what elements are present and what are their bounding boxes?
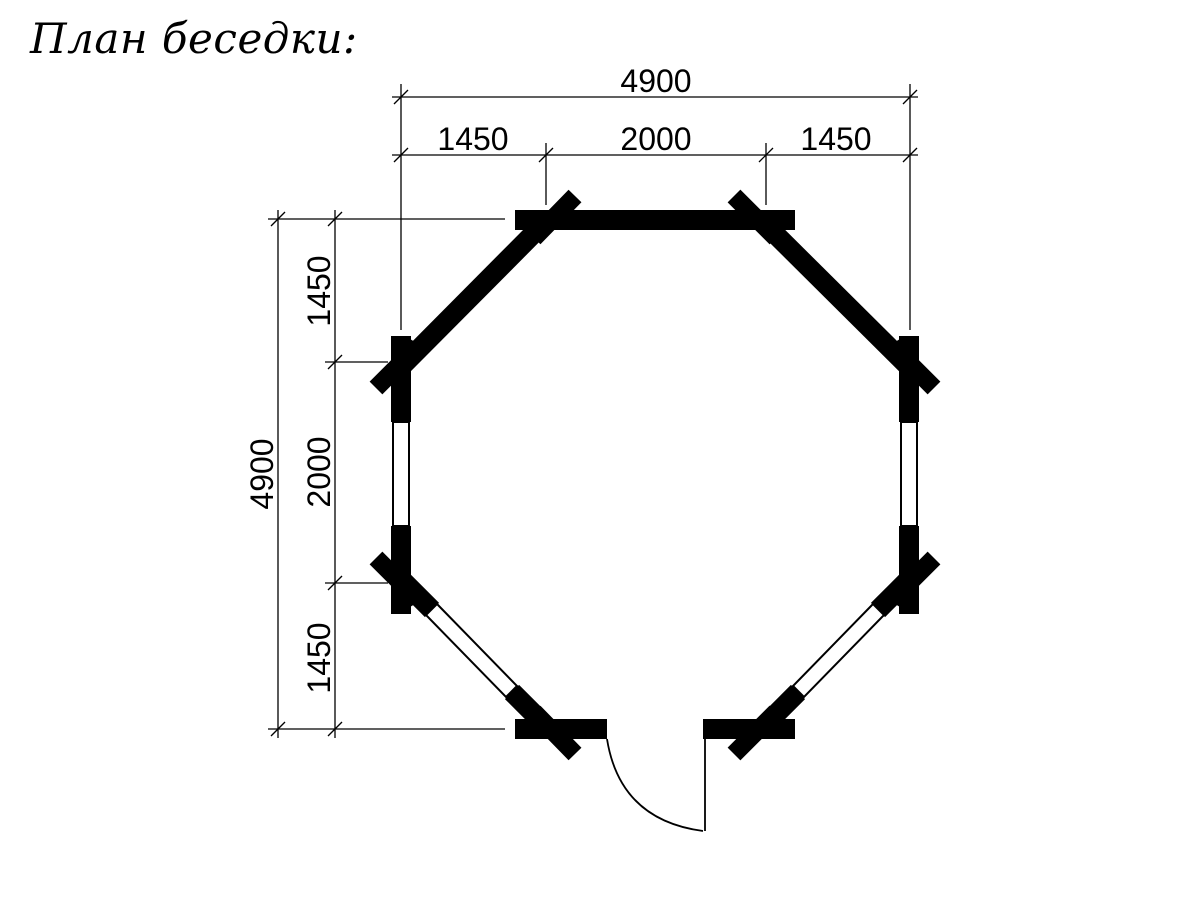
- door: [606, 738, 706, 832]
- corner-bottom-right: [727, 705, 783, 761]
- dimension-labels: 4900 1450 2000 1450 4900 1450 2000 1450: [244, 63, 872, 694]
- window-lower-left: [424, 602, 519, 699]
- corner-top-right: [727, 189, 783, 245]
- dim-top-middle: 2000: [620, 121, 691, 157]
- walls: [369, 189, 941, 761]
- corner-left-upper: [369, 339, 425, 395]
- dim-left-lower: 1450: [301, 622, 337, 693]
- windows: [392, 421, 918, 699]
- dim-left-middle: 2000: [301, 436, 337, 507]
- wall-upper-left: [392, 211, 556, 376]
- wall-top: [515, 210, 795, 230]
- dim-left-total: 4900: [244, 438, 280, 509]
- plan-title: План беседки:: [30, 14, 358, 63]
- door-swing-arc: [606, 738, 704, 832]
- corner-top-left: [527, 189, 582, 245]
- dimension-lines-left: [268, 210, 505, 738]
- corner-left-lower: [369, 551, 425, 607]
- dimension-lines-top: [392, 84, 918, 330]
- corner-bottom-left: [527, 705, 582, 761]
- window-left: [392, 421, 410, 527]
- dim-top-total: 4900: [620, 63, 691, 99]
- dim-top-left: 1450: [437, 121, 508, 157]
- dim-left-upper: 1450: [301, 255, 337, 326]
- corner-right-lower: [885, 551, 941, 607]
- corner-right-upper: [885, 339, 941, 395]
- dim-top-right: 1450: [800, 121, 871, 157]
- wall-upper-right: [752, 211, 918, 376]
- window-right: [900, 421, 918, 527]
- window-lower-right: [791, 602, 886, 699]
